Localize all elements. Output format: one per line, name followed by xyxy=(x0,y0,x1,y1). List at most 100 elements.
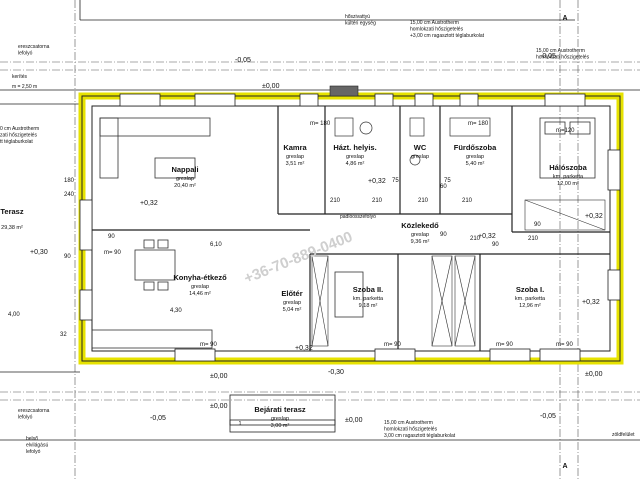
bed-room-2 xyxy=(334,271,364,318)
dining-table xyxy=(134,239,176,291)
level-mark: ±0,00 xyxy=(345,417,363,424)
stair-number: 1 xyxy=(238,421,241,427)
dimension-label: 6,10 xyxy=(210,242,222,248)
dimension-label: 90 xyxy=(64,254,71,260)
room-area: 14,46 m² xyxy=(189,291,211,297)
room-area: 3,00 m² xyxy=(271,423,290,429)
opening-label: m= 90 xyxy=(384,342,402,348)
gutter-note-bottom: ereszcsatorna xyxy=(18,408,50,414)
level-mark: +0,30 xyxy=(30,249,48,256)
room-label: Hálószoba xyxy=(549,163,587,172)
drain-note: lefolyó xyxy=(26,449,41,455)
dimension-label: 4,00 xyxy=(8,312,20,318)
room-label: Szoba II. xyxy=(353,285,383,294)
room-floor: greslap xyxy=(346,154,364,160)
room-floor: km. parketta xyxy=(553,174,584,180)
opening-label: m=120 xyxy=(556,128,575,134)
drain-note: belső xyxy=(26,436,38,442)
room-area: 12,00 m² xyxy=(557,181,579,187)
section-marker-top: A xyxy=(562,15,567,22)
opening-label: m= 180 xyxy=(310,121,331,127)
insulation-note-left: zati hőszigetelés xyxy=(0,133,37,139)
dimension-label: 32 xyxy=(60,332,67,338)
room-area: 5,04 m² xyxy=(283,307,302,313)
dimension-label: 210 xyxy=(372,198,383,204)
gutter-note-top: ereszcsatorna xyxy=(18,44,50,50)
room-label: Bejárati terasz xyxy=(254,405,306,414)
room-floor: km. parketta xyxy=(515,296,546,302)
kitchen-counter xyxy=(91,329,213,349)
bed-master xyxy=(539,117,596,179)
room-label: Házt. helyis. xyxy=(333,143,376,152)
heat-pump-unit xyxy=(329,85,359,97)
level-mark: ±0,00 xyxy=(585,371,603,378)
heat-pump-note: kültéri egység xyxy=(345,21,376,27)
heat-pump-note: hőszivattyú xyxy=(345,14,370,20)
entrance-terrace xyxy=(229,394,336,433)
greenery-note: zöldfelület xyxy=(612,432,635,438)
level-mark: +0,32 xyxy=(478,233,496,240)
room-floor: km. parketta xyxy=(353,296,384,302)
room-label: Közlekedő xyxy=(401,221,439,230)
dimension-label: 4,30 xyxy=(170,308,182,314)
wardrobes xyxy=(311,199,606,347)
room-floor: greslap xyxy=(411,154,429,160)
windows xyxy=(79,93,621,362)
room-floor: greslap xyxy=(191,284,209,290)
sofa xyxy=(99,117,211,179)
insulation-note-top: +3,00 cm ragasztott téglaburkolat xyxy=(410,33,485,39)
dimension-label: 210 xyxy=(470,236,481,242)
room-floor: greslap xyxy=(411,232,429,238)
dimension-label: 180 xyxy=(64,178,75,184)
level-mark: -0,05 xyxy=(235,57,251,64)
room-label: Szoba I. xyxy=(516,285,544,294)
dimension-label: 90 xyxy=(108,234,115,240)
gutter-note-top: lefolyó xyxy=(18,51,33,57)
level-mark: -0,30 xyxy=(328,369,344,376)
room-area: 4,86 m² xyxy=(346,161,365,167)
dimension-label: 60 xyxy=(440,184,447,190)
insulation-note-left: tt téglaburkolat xyxy=(0,139,33,145)
opening-label: m= 90 xyxy=(200,342,218,348)
room-area: 9,18 m² xyxy=(359,303,378,309)
dimension-label: 90 xyxy=(492,242,499,248)
section-marker-bottom: A xyxy=(562,463,567,470)
room-label: Terasz xyxy=(0,207,23,216)
insulation-note-bottom: 3,00 cm ragasztott téglaburkolat xyxy=(384,433,456,439)
insulation-note-top-right: homlokzati hőszigetelés xyxy=(536,55,590,61)
level-mark: ±0,00 xyxy=(262,83,280,90)
floor-drain-note: padlóösszefolyó xyxy=(340,214,376,220)
room-area: 29,38 m² xyxy=(1,225,23,231)
dimension-label: 210 xyxy=(462,198,473,204)
insulation-note-top-right: 15,00 cm Austrotherm xyxy=(536,48,585,54)
insulation-note-top: 15,00 cm Austrotherm xyxy=(410,20,459,26)
level-mark: +0,32 xyxy=(368,178,386,185)
insulation-note-left: 0 cm Austrotherm xyxy=(0,126,39,132)
watermark: +36-70-889-0400 xyxy=(242,228,355,287)
interior-walls xyxy=(92,106,610,351)
room-label: Kamra xyxy=(283,143,307,152)
opening-label: m= 90 xyxy=(496,342,514,348)
dimension-label: 90 xyxy=(534,222,541,228)
insulation-note-bottom: homlokzati hőszigetelés xyxy=(384,427,438,433)
opening-label: m= 90 xyxy=(556,342,574,348)
room-floor: greslap xyxy=(286,154,304,160)
sanitary xyxy=(334,117,491,166)
room-label: Konyha-étkező xyxy=(173,273,227,282)
dimension-label: 240 xyxy=(64,192,75,198)
room-label: Nappali xyxy=(171,165,198,174)
level-mark: ±0,00 xyxy=(210,403,228,410)
room-floor: greslap xyxy=(176,176,194,182)
room-area: 5,40 m² xyxy=(466,161,485,167)
room-area: 20,40 m² xyxy=(174,183,196,189)
dimension-label: 90 xyxy=(440,232,447,238)
room-area: 12,96 m² xyxy=(519,303,541,309)
dimension-label: 210 xyxy=(418,198,429,204)
frame-lines xyxy=(0,0,640,441)
room-area: 9,36 m² xyxy=(411,239,430,245)
opening-label: m= 180 xyxy=(468,121,489,127)
room-label: Fürdőszoba xyxy=(454,143,497,152)
dimension-label: 75 xyxy=(392,178,399,184)
